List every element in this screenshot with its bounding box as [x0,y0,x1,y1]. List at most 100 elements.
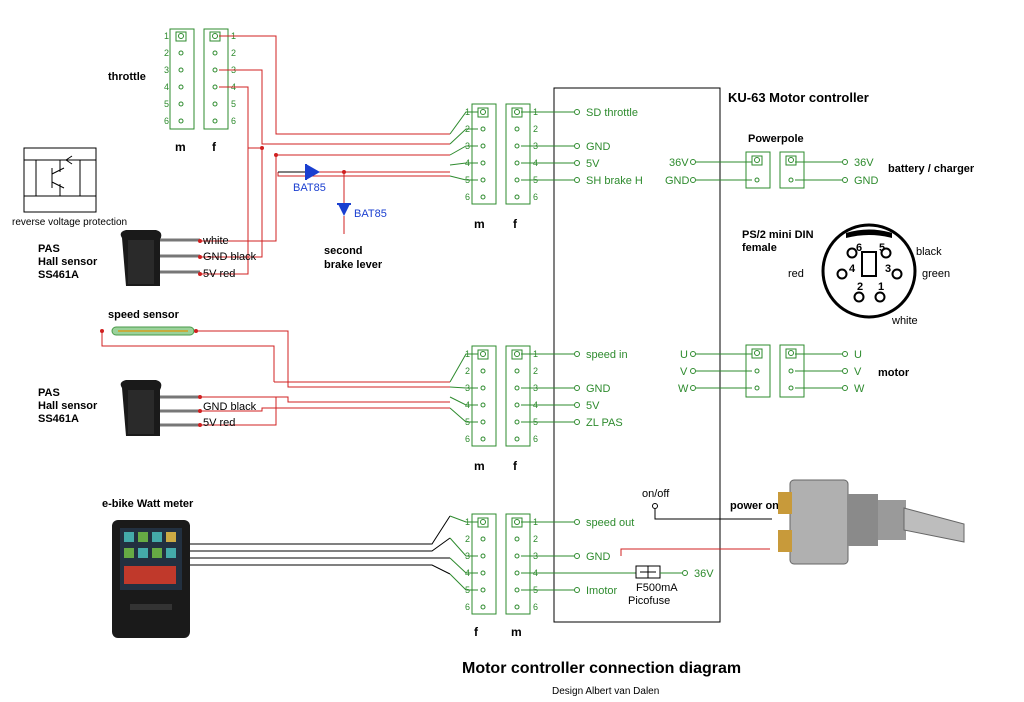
reverse-voltage-protection [23,147,97,213]
ps2-label: PS/2 mini DIN [742,229,814,241]
connector1-f [505,103,531,205]
svg-text:Hall sensor: Hall sensor [38,400,98,412]
throttle-m-label: m [175,140,186,154]
on-off-label: on/off [642,488,670,500]
throttle-f-label: f [212,140,217,154]
pin-5v-1: 5V [586,158,600,170]
motor-v-left: V [680,366,688,378]
powerpole-label: Powerpole [748,133,804,145]
connector2-f [505,345,531,447]
pin-5v-2: 5V [586,400,600,412]
speed-sensor-label: speed sensor [108,309,180,321]
svg-text:m: m [474,459,485,473]
pin-gnd-2: GND [586,383,611,395]
svg-text:5: 5 [231,99,236,109]
powerpole-right [779,151,805,189]
svg-text:2: 2 [533,124,538,134]
motor-u-right: U [854,349,862,361]
diode2-label: BAT85 [354,208,387,220]
ps2-red: red [788,268,804,280]
pin-speed-out: speed out [586,517,634,529]
toggle-switch[interactable] [778,479,965,565]
svg-text:brake lever: brake lever [324,259,383,271]
watt-meter-label: e-bike Watt meter [102,498,194,510]
battery-charger-label: battery / charger [888,163,975,175]
svg-text:4: 4 [849,263,856,275]
pin-speed-in: speed in [586,349,628,361]
second-brake-label: second [324,245,363,257]
motor-w-left: W [678,383,689,395]
svg-text:f: f [513,459,518,473]
motor-v-right: V [854,366,862,378]
diagram-credit: Design Albert van Dalen [552,686,659,697]
svg-text:2: 2 [533,534,538,544]
pin-zl-pas: ZL PAS [586,417,623,429]
svg-text:2: 2 [533,366,538,376]
svg-text:f: f [513,217,518,231]
ps2-green: green [922,268,950,280]
diode1-label: BAT85 [293,182,326,194]
ps2-connector [821,223,917,319]
pin-imotor: Imotor [586,585,618,597]
motor-label: motor [878,367,910,379]
svg-text:6: 6 [533,434,538,444]
pp-gnd-right: GND [854,175,879,187]
svg-text:2: 2 [857,281,863,293]
pas2-gnd: GND black [203,401,257,413]
svg-text:2: 2 [465,534,470,544]
svg-text:6: 6 [164,116,169,126]
svg-text:3: 3 [164,65,169,75]
svg-text:6: 6 [533,192,538,202]
throttle-connector-f [203,28,229,130]
controller-title: KU-63 Motor controller [728,90,869,105]
svg-text:6: 6 [465,192,470,202]
svg-text:6: 6 [856,242,862,254]
pas1-label: PAS [38,243,60,255]
svg-text:f: f [474,625,479,639]
connector1-m [471,103,497,205]
pas2-label: PAS [38,387,60,399]
pin-sd-throttle: SD throttle [586,107,638,119]
pin-gnd-3: GND [586,551,611,563]
svg-text:m: m [474,217,485,231]
svg-text:m: m [511,625,522,639]
pas-sensor-2 [120,380,200,436]
svg-text:2: 2 [164,48,169,58]
svg-text:SS461A: SS461A [38,269,79,281]
svg-text:3: 3 [885,263,891,275]
motor-w-right: W [854,383,865,395]
connector3-m [505,513,531,615]
pas-sensor-1 [120,230,200,286]
svg-text:6: 6 [465,434,470,444]
svg-text:SS461A: SS461A [38,413,79,425]
motor-connector-left [745,344,771,398]
svg-text:1: 1 [164,31,169,41]
svg-text:Hall sensor: Hall sensor [38,256,98,268]
svg-text:2: 2 [231,48,236,58]
fuse-36v: 36V [694,568,714,580]
svg-text:4: 4 [164,82,169,92]
fuse-type: Picofuse [628,595,670,607]
pas1-white: white [202,235,229,247]
speed-sensor [111,326,195,336]
pas1-gnd: GND black [203,251,257,263]
watt-meter [112,520,190,638]
svg-text:5: 5 [879,242,885,254]
pas2-5v: 5V red [203,417,235,429]
pin-gnd-1: GND [586,141,611,153]
diode-bat85-2 [337,203,351,234]
svg-text:1: 1 [878,281,884,293]
pin-sh-brake: SH brake H [586,175,643,187]
connector2-m [471,345,497,447]
connector3-f [471,513,497,615]
power-on-label: power on [730,500,779,512]
controller-box [553,87,721,623]
pas1-5v: 5V red [203,268,235,280]
fuse-rating: F500mA [636,582,678,594]
ps2-black: black [916,246,942,258]
diagram-title: Motor controller connection diagram [462,660,741,677]
picofuse [635,565,661,579]
svg-text:6: 6 [533,602,538,612]
pp-36v-right: 36V [854,157,874,169]
